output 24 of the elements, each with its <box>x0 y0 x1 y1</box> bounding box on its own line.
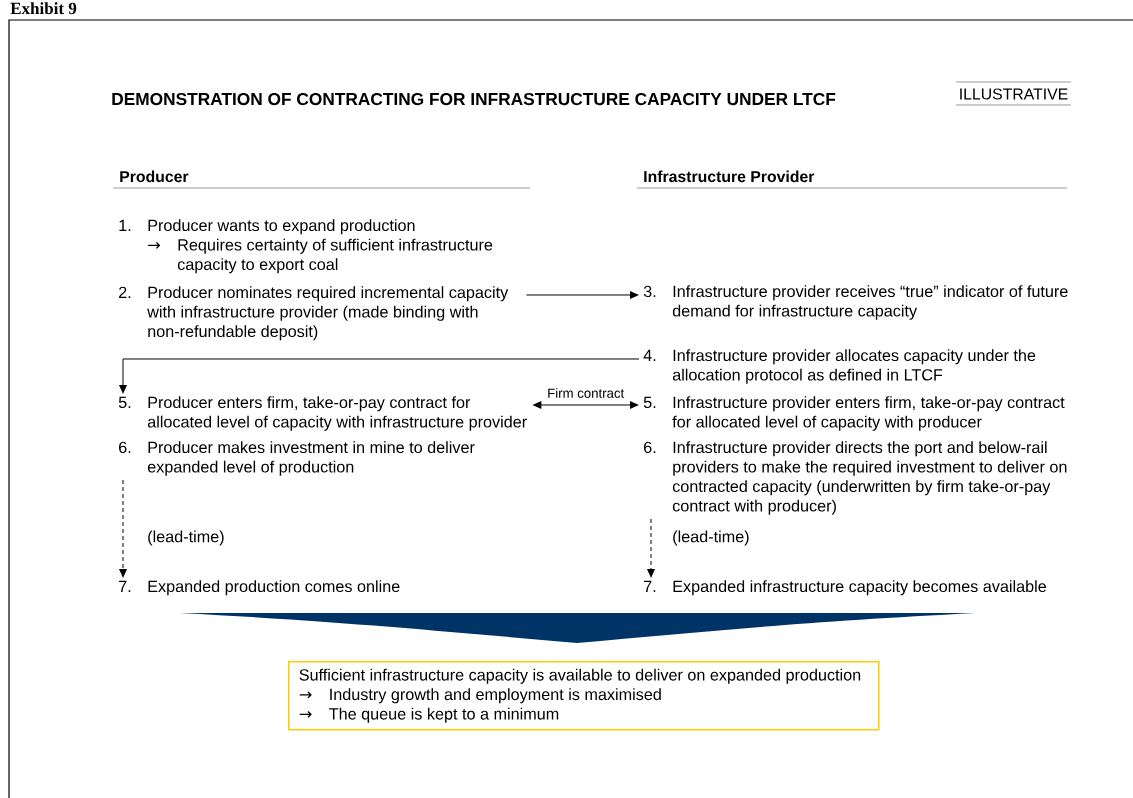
step-text: 7. Expanded production comes online <box>119 580 400 596</box>
arrow <box>532 401 639 409</box>
edge-label: Firm contract <box>546 387 626 399</box>
column-heading: Infrastructure Provider <box>636 170 1068 189</box>
step-text: 3. Infrastructure provider receives “true” indicator of future demand for infrastructure capacity <box>643 285 1068 320</box>
column-heading: Producer <box>112 170 531 189</box>
edge-label: (lead-time) <box>671 529 751 547</box>
arrow <box>119 479 127 578</box>
step-text: 5. Producer enters firm, take-or-pay contract for allocated level of capacity with infrastructure provider <box>118 396 527 431</box>
step-text: 5. Infrastructure provider enters firm, take-or-pay contract for allocated level of capacity with producer <box>643 396 1065 431</box>
edge-label: (lead-time) <box>146 529 226 547</box>
title: DEMONSTRATION OF CONTRACTING FOR INFRASTRUCTURE CAPACITY UNDER LTCF <box>112 92 836 106</box>
step-text: 2. Producer nominates required incremental capacity with infrastructure provider (made binding with non-refundable deposit) <box>119 286 509 341</box>
arrow <box>119 358 640 394</box>
illustrative-tag: ILLUSTRATIVE <box>955 81 1072 106</box>
step-text: 6. Producer makes investment in mine to deliver expanded level of production <box>119 441 475 476</box>
exhibit-label: Exhibit 9 <box>10 2 77 15</box>
step-text: 6. Infrastructure provider directs the port and below-rail providers to make the required investment to deliver on contracted capacity (underwritten by firm take-or-pay contract with producer) <box>644 441 1067 515</box>
step-text: 4. Infrastructure provider allocates capacity under the allocation protocol as defined in LTCF <box>643 349 1036 384</box>
arrow <box>647 518 655 578</box>
arrow <box>525 291 639 299</box>
step-text: 7. Expanded infrastructure capacity becomes available <box>644 580 1047 596</box>
outcome-box: Sufficient infrastructure capacity is available to deliver on expanded production → Industry growth and employment is maximised → The queue is kept to a minimum <box>288 661 880 731</box>
step-text: 1. Producer wants to expand production → Requires certainty of sufficient infrastructure capacity to export coal <box>119 219 493 274</box>
